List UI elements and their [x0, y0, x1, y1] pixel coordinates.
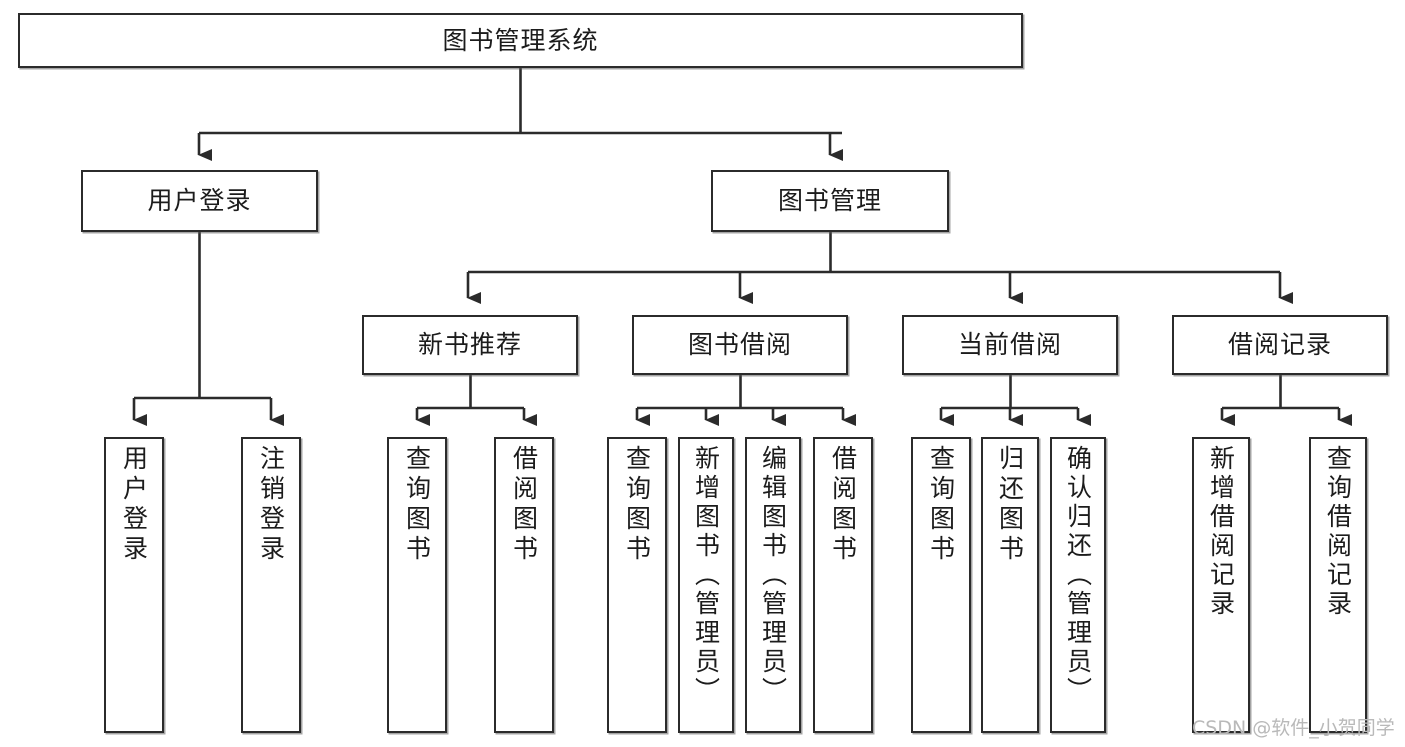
leaf-add-book-admin[interactable]: 新增图书（管理员） [678, 437, 734, 733]
node-label: 确认归还（管理员） [1063, 445, 1093, 706]
node-label: 查询借阅记录 [1323, 445, 1353, 619]
node-label: 图书借阅 [687, 330, 792, 360]
leaf-return-book[interactable]: 归还图书 [981, 437, 1039, 733]
leaf-borrow-book-recommend[interactable]: 借阅图书 [494, 437, 554, 733]
node-label: 借阅图书 [828, 445, 858, 565]
node-book-borrow[interactable]: 图书借阅 [632, 315, 848, 375]
node-label: 用户登录 [147, 186, 252, 216]
node-label: 借阅图书 [509, 445, 539, 565]
node-label: 归还图书 [995, 445, 1025, 565]
csdn-watermark: CSDN @软件_小贺同学 [1192, 717, 1395, 739]
node-label: 查询图书 [622, 445, 652, 565]
leaf-query-book-current[interactable]: 查询图书 [911, 437, 971, 733]
leaf-confirm-return-admin[interactable]: 确认归还（管理员） [1050, 437, 1106, 733]
leaf-query-borrow-record[interactable]: 查询借阅记录 [1309, 437, 1367, 733]
node-label: 新增图书（管理员） [691, 445, 721, 706]
node-label: 图书管理系统 [442, 25, 599, 55]
leaf-query-book-borrow[interactable]: 查询图书 [607, 437, 667, 733]
node-new-book-recommend[interactable]: 新书推荐 [362, 315, 578, 375]
node-label: 查询图书 [402, 445, 432, 565]
node-label: 新增借阅记录 [1206, 445, 1236, 619]
leaf-add-borrow-record[interactable]: 新增借阅记录 [1192, 437, 1250, 733]
leaf-user-login[interactable]: 用户登录 [104, 437, 164, 733]
node-label: 借阅记录 [1227, 330, 1332, 360]
node-label: 图书管理 [777, 186, 882, 216]
node-label: 当前借阅 [957, 330, 1062, 360]
node-current-borrow[interactable]: 当前借阅 [902, 315, 1118, 375]
node-book-management[interactable]: 图书管理 [711, 170, 949, 232]
leaf-borrow-book[interactable]: 借阅图书 [813, 437, 873, 733]
node-label: 查询图书 [926, 445, 956, 565]
leaf-edit-book-admin[interactable]: 编辑图书（管理员） [745, 437, 801, 733]
node-label: 用户登录 [119, 445, 149, 565]
node-label: 注销登录 [256, 445, 286, 565]
leaf-logout-login[interactable]: 注销登录 [241, 437, 301, 733]
leaf-query-book-recommend[interactable]: 查询图书 [387, 437, 447, 733]
node-label: 编辑图书（管理员） [758, 445, 788, 706]
node-borrow-record[interactable]: 借阅记录 [1172, 315, 1388, 375]
node-label: 新书推荐 [417, 330, 522, 360]
node-root-book-management-system[interactable]: 图书管理系统 [18, 13, 1023, 68]
node-user-login[interactable]: 用户登录 [81, 170, 318, 232]
